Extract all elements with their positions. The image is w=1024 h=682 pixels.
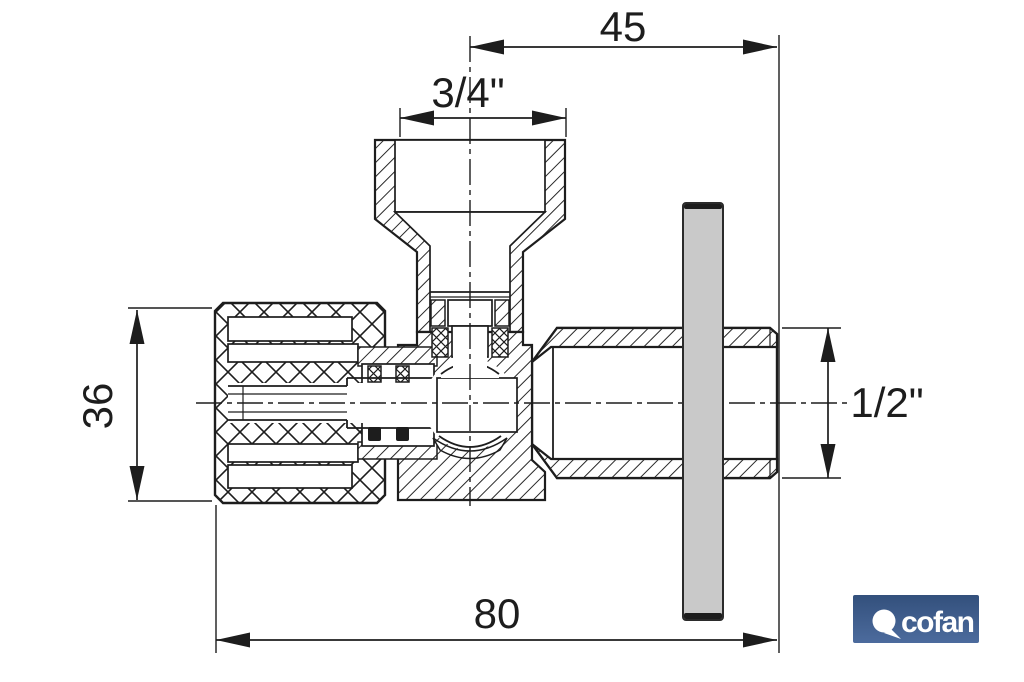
dimension-inlet-thread: 3/4" (399, 69, 567, 137)
dimension-45: 45 (470, 3, 777, 55)
stem-seal-icon (491, 327, 509, 358)
arrowhead-left-icon (400, 110, 434, 126)
packing-ring-icon (367, 365, 382, 383)
dimension-80: 80 (215, 35, 780, 653)
arrowhead-right-icon (743, 632, 777, 648)
wall-plate (682, 202, 724, 621)
valve-handle (213, 301, 387, 505)
handle-recess-slot (227, 316, 353, 342)
arrowhead-left-icon (216, 632, 250, 648)
center-lines (196, 36, 848, 506)
bonnet-insert (494, 299, 510, 327)
wall-plate-bottom-edge (684, 613, 722, 619)
arrowhead-up-icon (820, 328, 836, 362)
handle-recess-slot (227, 343, 359, 363)
arrowhead-up-icon (129, 310, 145, 344)
arrowhead-right-icon (532, 110, 566, 126)
handle-recess-slot (227, 443, 359, 463)
bonnet-insert (430, 299, 446, 327)
stem-seal-icon (431, 327, 449, 358)
logo-wordmark: cofan (901, 606, 974, 639)
wall-plate-top-edge (684, 204, 722, 209)
arrowhead-left-icon (470, 39, 504, 55)
handle-recess-slot (227, 464, 353, 489)
dimension-outlet-thread: 1/2" (782, 327, 924, 479)
stem-profile (228, 377, 437, 429)
logo-dot-tail-icon (884, 629, 901, 639)
wall-plate-body (682, 202, 724, 621)
logo-dot-icon (872, 609, 896, 633)
seat-port (436, 377, 518, 433)
dimension-36: 36 (74, 307, 212, 502)
dim-45-label: 45 (600, 3, 647, 50)
dim-outlet-label: 1/2" (850, 379, 923, 426)
dim-inlet-label: 3/4" (431, 69, 504, 116)
arrowhead-right-icon (743, 39, 777, 55)
cofan-logo: cofan (853, 595, 979, 643)
packing-ring-icon (395, 365, 410, 383)
o-ring-icon (396, 427, 409, 441)
seat-crescent (432, 437, 508, 460)
gland-upper (357, 346, 438, 367)
dim-80-label: 80 (474, 590, 521, 637)
dim-36-label: 36 (74, 383, 121, 430)
ball-chamber (424, 358, 518, 460)
o-ring-icon (368, 427, 381, 441)
arrowhead-down-icon (820, 444, 836, 478)
arrowhead-down-icon (129, 466, 145, 500)
